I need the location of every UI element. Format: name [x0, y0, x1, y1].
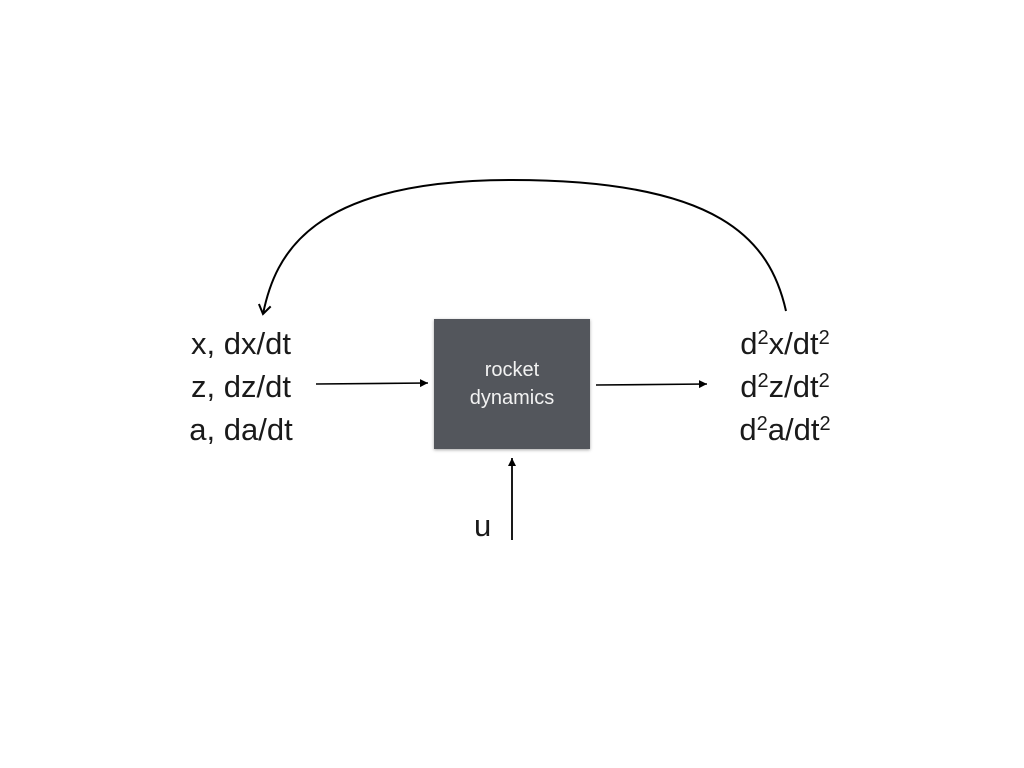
input-line-z: z, dz/dt: [191, 369, 291, 404]
output-line-x: d2x/dt2: [740, 326, 830, 361]
input-line-x: x, dx/dt: [191, 326, 291, 361]
control-input-label: u: [474, 508, 492, 543]
block-to-output-arrow: [595, 380, 708, 389]
output-line-z: d2z/dt2: [740, 369, 830, 404]
state-inputs-label: x, dx/dt z, dz/dt a, da/dt: [150, 322, 332, 451]
rocket-dynamics-block: rocket dynamics: [434, 319, 590, 449]
output-line-a: d2a/dt2: [739, 412, 831, 447]
block-label-line2: dynamics: [469, 387, 555, 409]
input-to-block-arrow: [315, 379, 429, 388]
block-label-line1: rocket: [484, 359, 540, 381]
feedback-arrow: [257, 178, 787, 316]
state-outputs-label: d2x/dt2 d2z/dt2 d2a/dt2: [700, 322, 870, 451]
input-line-a: a, da/dt: [189, 412, 293, 447]
